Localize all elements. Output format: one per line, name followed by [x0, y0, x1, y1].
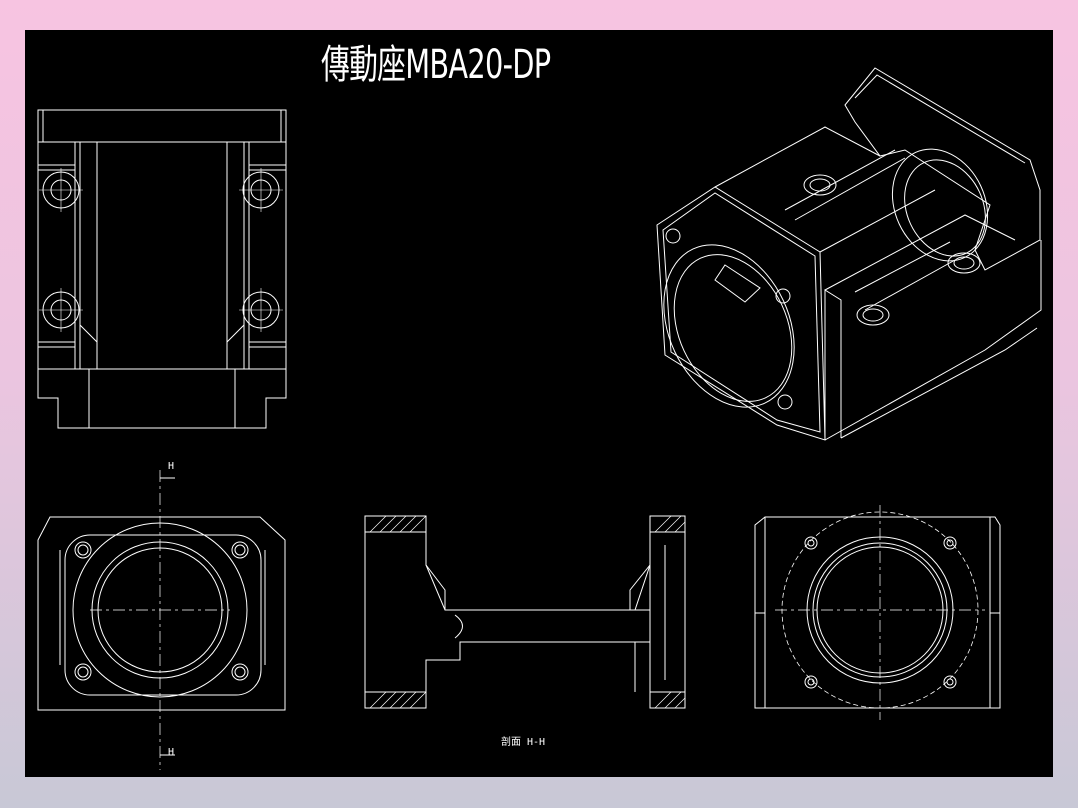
rear-view	[754, 505, 1001, 720]
top-view	[37, 109, 287, 429]
rear-holes	[804, 536, 957, 689]
hatching	[369, 515, 686, 709]
section-view	[364, 515, 686, 709]
front-view	[37, 470, 286, 770]
section-marker-bottom: H	[168, 747, 175, 758]
section-label: 剖面 H-H	[501, 737, 546, 748]
bolt-holes	[39, 168, 283, 332]
front-holes	[74, 541, 249, 681]
drawing-sheet: 傳動座MBA20-DP	[25, 30, 1053, 777]
cad-drawing-canvas	[37, 67, 1042, 770]
drawing-title: 傳動座MBA20-DP	[321, 42, 551, 88]
isometric-view	[656, 67, 1042, 441]
section-marker-top: H	[168, 461, 175, 472]
